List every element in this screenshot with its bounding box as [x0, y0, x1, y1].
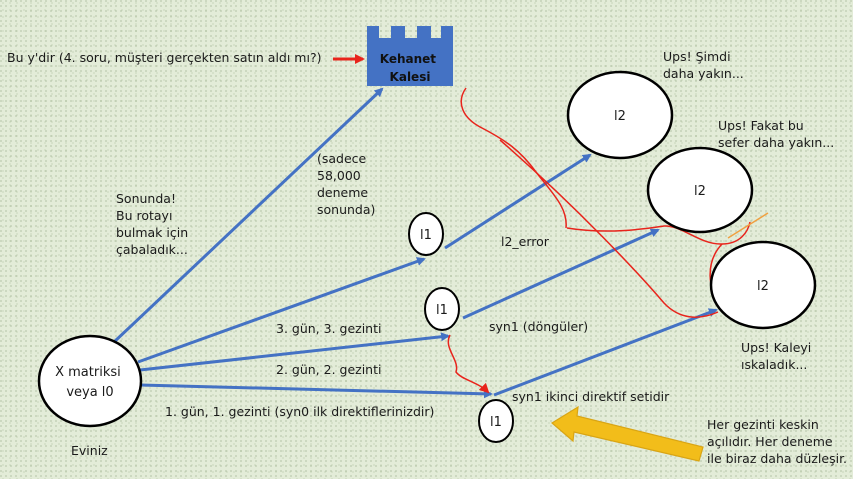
l2-node-a: l2 — [566, 70, 674, 160]
day3-label: 3. gün, 3. gezinti — [276, 321, 382, 336]
red-line-to-l2-c — [499, 139, 719, 318]
castle: Kehanet Kalesi — [367, 26, 453, 86]
l2-node-b: l2 — [646, 146, 754, 234]
day2-label: 2. gün, 2. gezinti — [276, 362, 382, 377]
arrow-home-to-l1-b — [139, 332, 450, 372]
syn1-second-label: syn1 ikinci direktif setidir — [512, 389, 670, 404]
arrow-home-to-castle — [111, 87, 384, 345]
l2-label: l2 — [757, 279, 769, 294]
home-label-line: veya l0 — [66, 385, 113, 400]
l2-node-c: l2 — [709, 240, 817, 330]
arrow-home-to-l1-c — [139, 383, 493, 399]
ups3-label: Ups! Kaleyi ıskaladık... — [741, 340, 812, 372]
arrow-l1-a-to-l2-a — [444, 153, 592, 250]
l2-error-curve — [460, 87, 567, 229]
castle-label: Kehanet Kalesi — [380, 52, 440, 84]
syn1-loops-label: syn1 (döngüler) — [489, 319, 589, 334]
l1-circle — [424, 287, 460, 331]
l1-circle — [478, 399, 514, 443]
castle-label-line: Kalesi — [390, 70, 431, 84]
castle-label-line: Kehanet — [380, 52, 437, 66]
red-loop-l2-b — [566, 221, 751, 245]
hint-arrow — [550, 405, 704, 462]
sonunda-label: Sonunda! Bu rotayı bulmak için çabaladık… — [116, 191, 189, 257]
l2-error-label: l2_error — [501, 234, 549, 249]
red-loop-l1 — [447, 334, 490, 394]
l1-label: l1 — [436, 303, 448, 318]
l2-circle — [646, 146, 754, 234]
evin-label: Eviniz — [71, 443, 108, 458]
home-label-line: X matriksi — [55, 365, 121, 380]
ups2-label: Ups! Fakat bu sefer daha yakın... — [718, 118, 835, 150]
l1-circle — [408, 212, 444, 256]
gezinti-label: Her gezinti keskin açılıdır. Her deneme … — [707, 417, 848, 466]
l2-label: l2 — [694, 184, 706, 199]
home-label: X matriksi veya l0 — [55, 365, 125, 400]
day1-label: 1. gün, 1. gezinti (syn0 ilk direktifler… — [165, 404, 435, 419]
l1-node-b: l1 — [424, 287, 460, 331]
arrow-l1-b-to-l2-b — [462, 228, 660, 320]
castle-shape — [367, 26, 453, 86]
l2-label: l2 — [614, 109, 626, 124]
l1-node-c: l1 — [478, 399, 514, 443]
orange-tangent — [727, 212, 769, 239]
blue-arrows — [111, 87, 718, 399]
home-circle — [37, 334, 143, 428]
l1-label: l1 — [420, 228, 432, 243]
sadece-label: (sadece 58,000 deneme sonunda) — [317, 151, 376, 217]
ups1-label: Ups! Şimdi daha yakın... — [663, 49, 744, 81]
l2-circle — [566, 70, 674, 160]
l1-label: l1 — [490, 415, 502, 430]
arrow-l1-c-to-l2-c — [493, 308, 718, 397]
l1-node-a: l1 — [408, 212, 444, 256]
red-error-path — [333, 54, 769, 394]
question-label: Bu y'dir (4. soru, müşteri gerçekten sat… — [7, 50, 322, 65]
arrow-home-to-l1-a — [137, 257, 426, 364]
home-node: X matriksi veya l0 — [37, 334, 143, 428]
l2-circle — [709, 240, 817, 330]
